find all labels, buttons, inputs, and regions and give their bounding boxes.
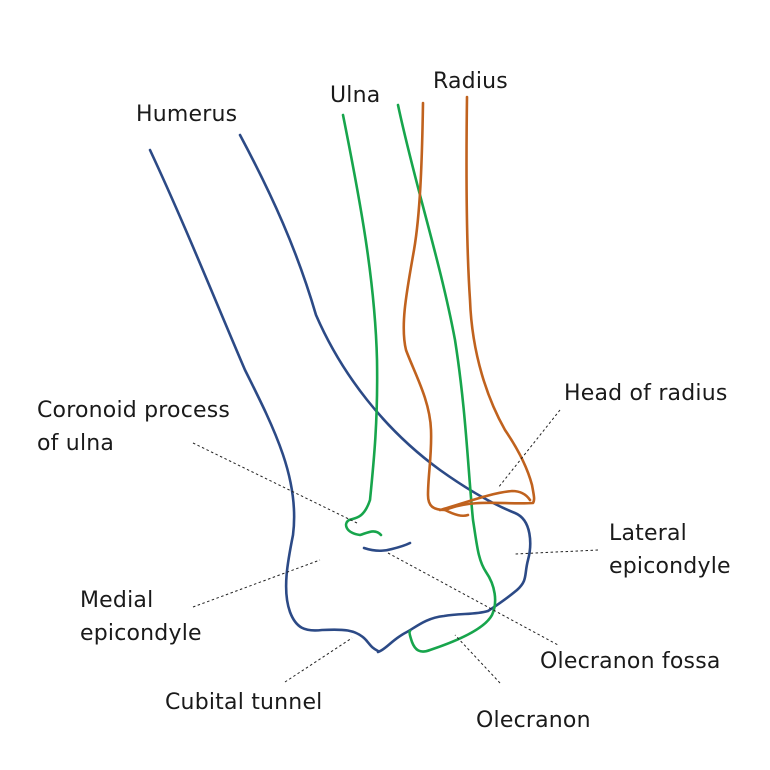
leader-lines xyxy=(192,409,599,684)
label-coronoid-process-line1: Coronoid process xyxy=(37,398,231,423)
radius-head-rim xyxy=(438,489,532,512)
label-olecranon-fossa: Olecranon fossa xyxy=(540,649,721,674)
radius-lateral-border xyxy=(443,95,536,518)
label-radius: Radius xyxy=(433,69,508,94)
label-ulna: Ulna xyxy=(330,83,381,108)
humerus-outline xyxy=(148,133,532,654)
label-medial-epicondyle-line2: epicondyle xyxy=(80,621,202,646)
radius-outline xyxy=(402,95,536,518)
label-head-of-radius: Head of radius xyxy=(564,381,728,406)
leader-coronoid-process xyxy=(192,442,358,524)
radius-medial-border xyxy=(402,101,447,512)
olecranon-fossa-margin xyxy=(362,541,412,553)
label-humerus: Humerus xyxy=(136,102,238,127)
label-lateral-epicondyle-line1: Lateral xyxy=(609,521,687,546)
leader-medial-epicondyle xyxy=(192,559,321,608)
label-medial-epicondyle-line1: Medial xyxy=(80,588,154,613)
label-olecranon: Olecranon xyxy=(476,708,591,733)
ulna-outline xyxy=(341,103,497,653)
ulna-lateral-border xyxy=(396,103,497,653)
leader-lateral-epicondyle xyxy=(514,549,599,555)
ulna-medial-border xyxy=(341,113,383,537)
label-coronoid-process-line2: of ulna xyxy=(37,431,115,456)
leader-olecranon-fossa xyxy=(387,552,559,646)
leader-cubital-tunnel xyxy=(284,637,353,683)
leader-olecranon xyxy=(454,634,501,684)
label-cubital-tunnel: Cubital tunnel xyxy=(165,690,323,715)
label-lateral-epicondyle-line2: epicondyle xyxy=(609,554,731,579)
humerus-lateral-border xyxy=(238,133,532,654)
leader-head-of-radius xyxy=(497,409,561,489)
humerus-medial-border xyxy=(148,148,380,653)
